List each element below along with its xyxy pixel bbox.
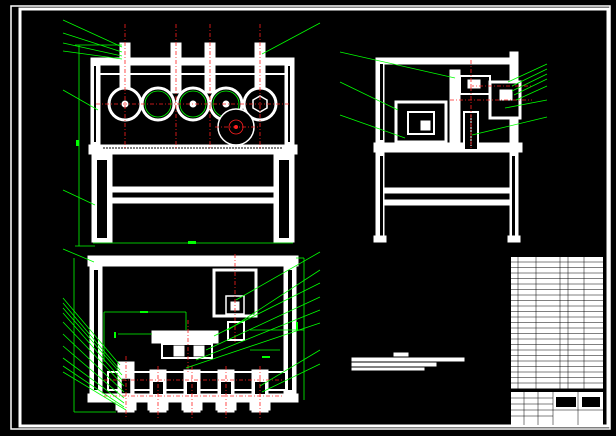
parts-list xyxy=(511,257,603,389)
side-view-leaders xyxy=(339,51,548,139)
requirements-heading xyxy=(393,352,409,357)
requirements-line xyxy=(351,357,465,362)
outer-border xyxy=(10,5,611,430)
drawing-title xyxy=(556,397,576,407)
top-view-leaders xyxy=(62,248,321,411)
front-view-leaders xyxy=(62,19,321,206)
requirements-line xyxy=(351,367,425,371)
inner-frame xyxy=(18,7,610,428)
top-view xyxy=(62,248,321,418)
drawing-number xyxy=(582,397,600,407)
requirements-line xyxy=(351,362,437,367)
technical-requirements xyxy=(351,352,465,371)
title-block xyxy=(511,392,603,425)
side-view xyxy=(339,51,548,243)
front-view xyxy=(62,19,321,247)
